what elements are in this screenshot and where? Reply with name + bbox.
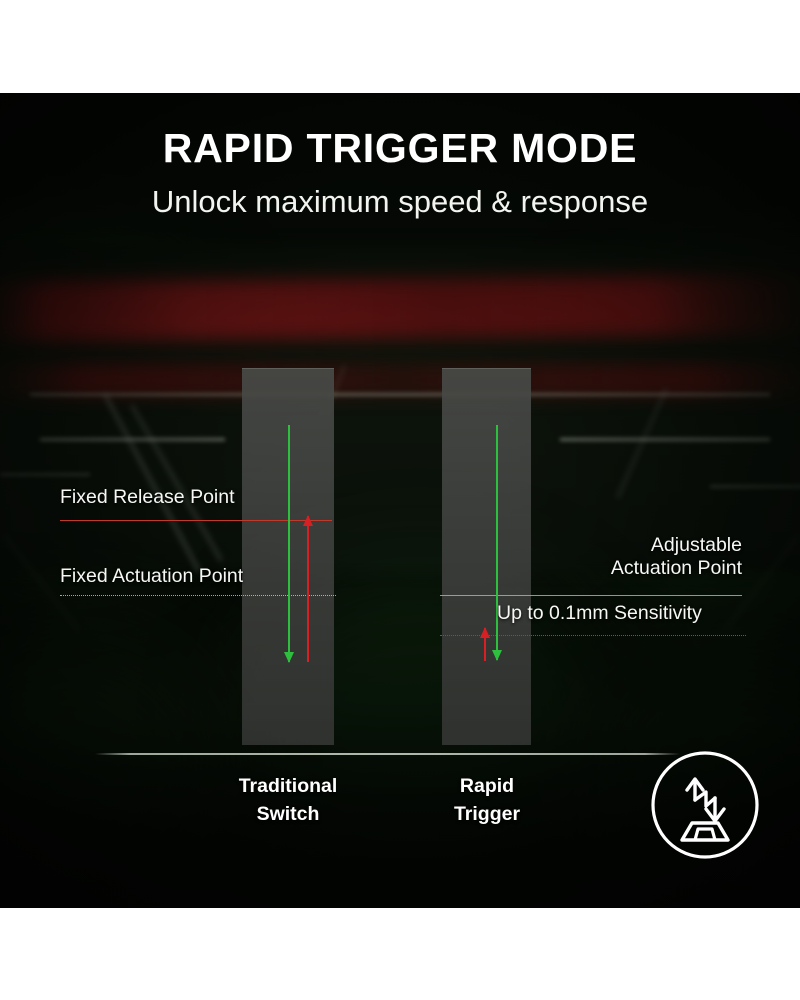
- diagram-baseline: [95, 753, 680, 755]
- arrow-shaft: [307, 516, 309, 662]
- up-arrow-head-icon: [685, 777, 705, 792]
- caption-traditional-line2: Switch: [256, 803, 320, 826]
- arrow-shaft: [288, 425, 290, 662]
- fixed-release-point-line: [60, 520, 332, 521]
- arrow-head-up-icon: [480, 627, 490, 638]
- photo-layers: [0, 93, 800, 908]
- label-adjustable-actuation-point: Adjustable Actuation Point: [502, 534, 742, 580]
- keycap-inner-icon: [693, 827, 717, 841]
- rapid-trigger-badge: [648, 748, 762, 862]
- background-photo: [0, 93, 800, 908]
- caption-traditional-line1: Traditional: [238, 775, 338, 797]
- sensitivity-threshold-line: [440, 635, 746, 636]
- caption-rapid-trigger: Rapid Trigger: [396, 772, 578, 829]
- arrow-head-down-icon: [284, 652, 294, 663]
- fixed-actuation-point-line: [60, 595, 336, 596]
- arrow-shaft: [496, 425, 498, 660]
- lightning-bolt-icon: [693, 790, 717, 808]
- label-fixed-release-point: Fixed Release Point: [60, 486, 235, 508]
- caption-rapid-line2: Trigger: [453, 803, 521, 826]
- arrow-head-down-icon: [492, 650, 502, 661]
- rapid-trigger-keycap-icon: [651, 751, 759, 859]
- label-sensitivity: Up to 0.1mm Sensitivity: [497, 602, 702, 624]
- rapid-trigger-column: [442, 368, 531, 745]
- letterbox-bottom: [0, 908, 800, 1000]
- caption-traditional-switch: Traditional Switch: [188, 772, 388, 829]
- badge-circle-icon: [651, 751, 759, 859]
- down-arrow-head-icon: [704, 807, 726, 823]
- caption-rapid-line1: Rapid: [459, 775, 515, 797]
- keycap-shape-icon: [680, 821, 730, 842]
- arrow-head-up-icon: [303, 515, 313, 526]
- letterbox-top: [0, 0, 800, 93]
- label-fixed-actuation-point: Fixed Actuation Point: [60, 565, 244, 587]
- adjustable-actuation-point-line: [440, 595, 742, 596]
- page-subtitle: Unlock maximum speed & response: [151, 184, 649, 219]
- label-adjustable-line2: Actuation Point: [610, 557, 742, 579]
- label-adjustable-line1: Adjustable: [650, 534, 742, 556]
- header-block: RAPID TRIGGER MODE Unlock maximum speed …: [0, 128, 800, 219]
- page-title: RAPID TRIGGER MODE: [162, 125, 638, 171]
- arrow-shaft: [484, 628, 486, 661]
